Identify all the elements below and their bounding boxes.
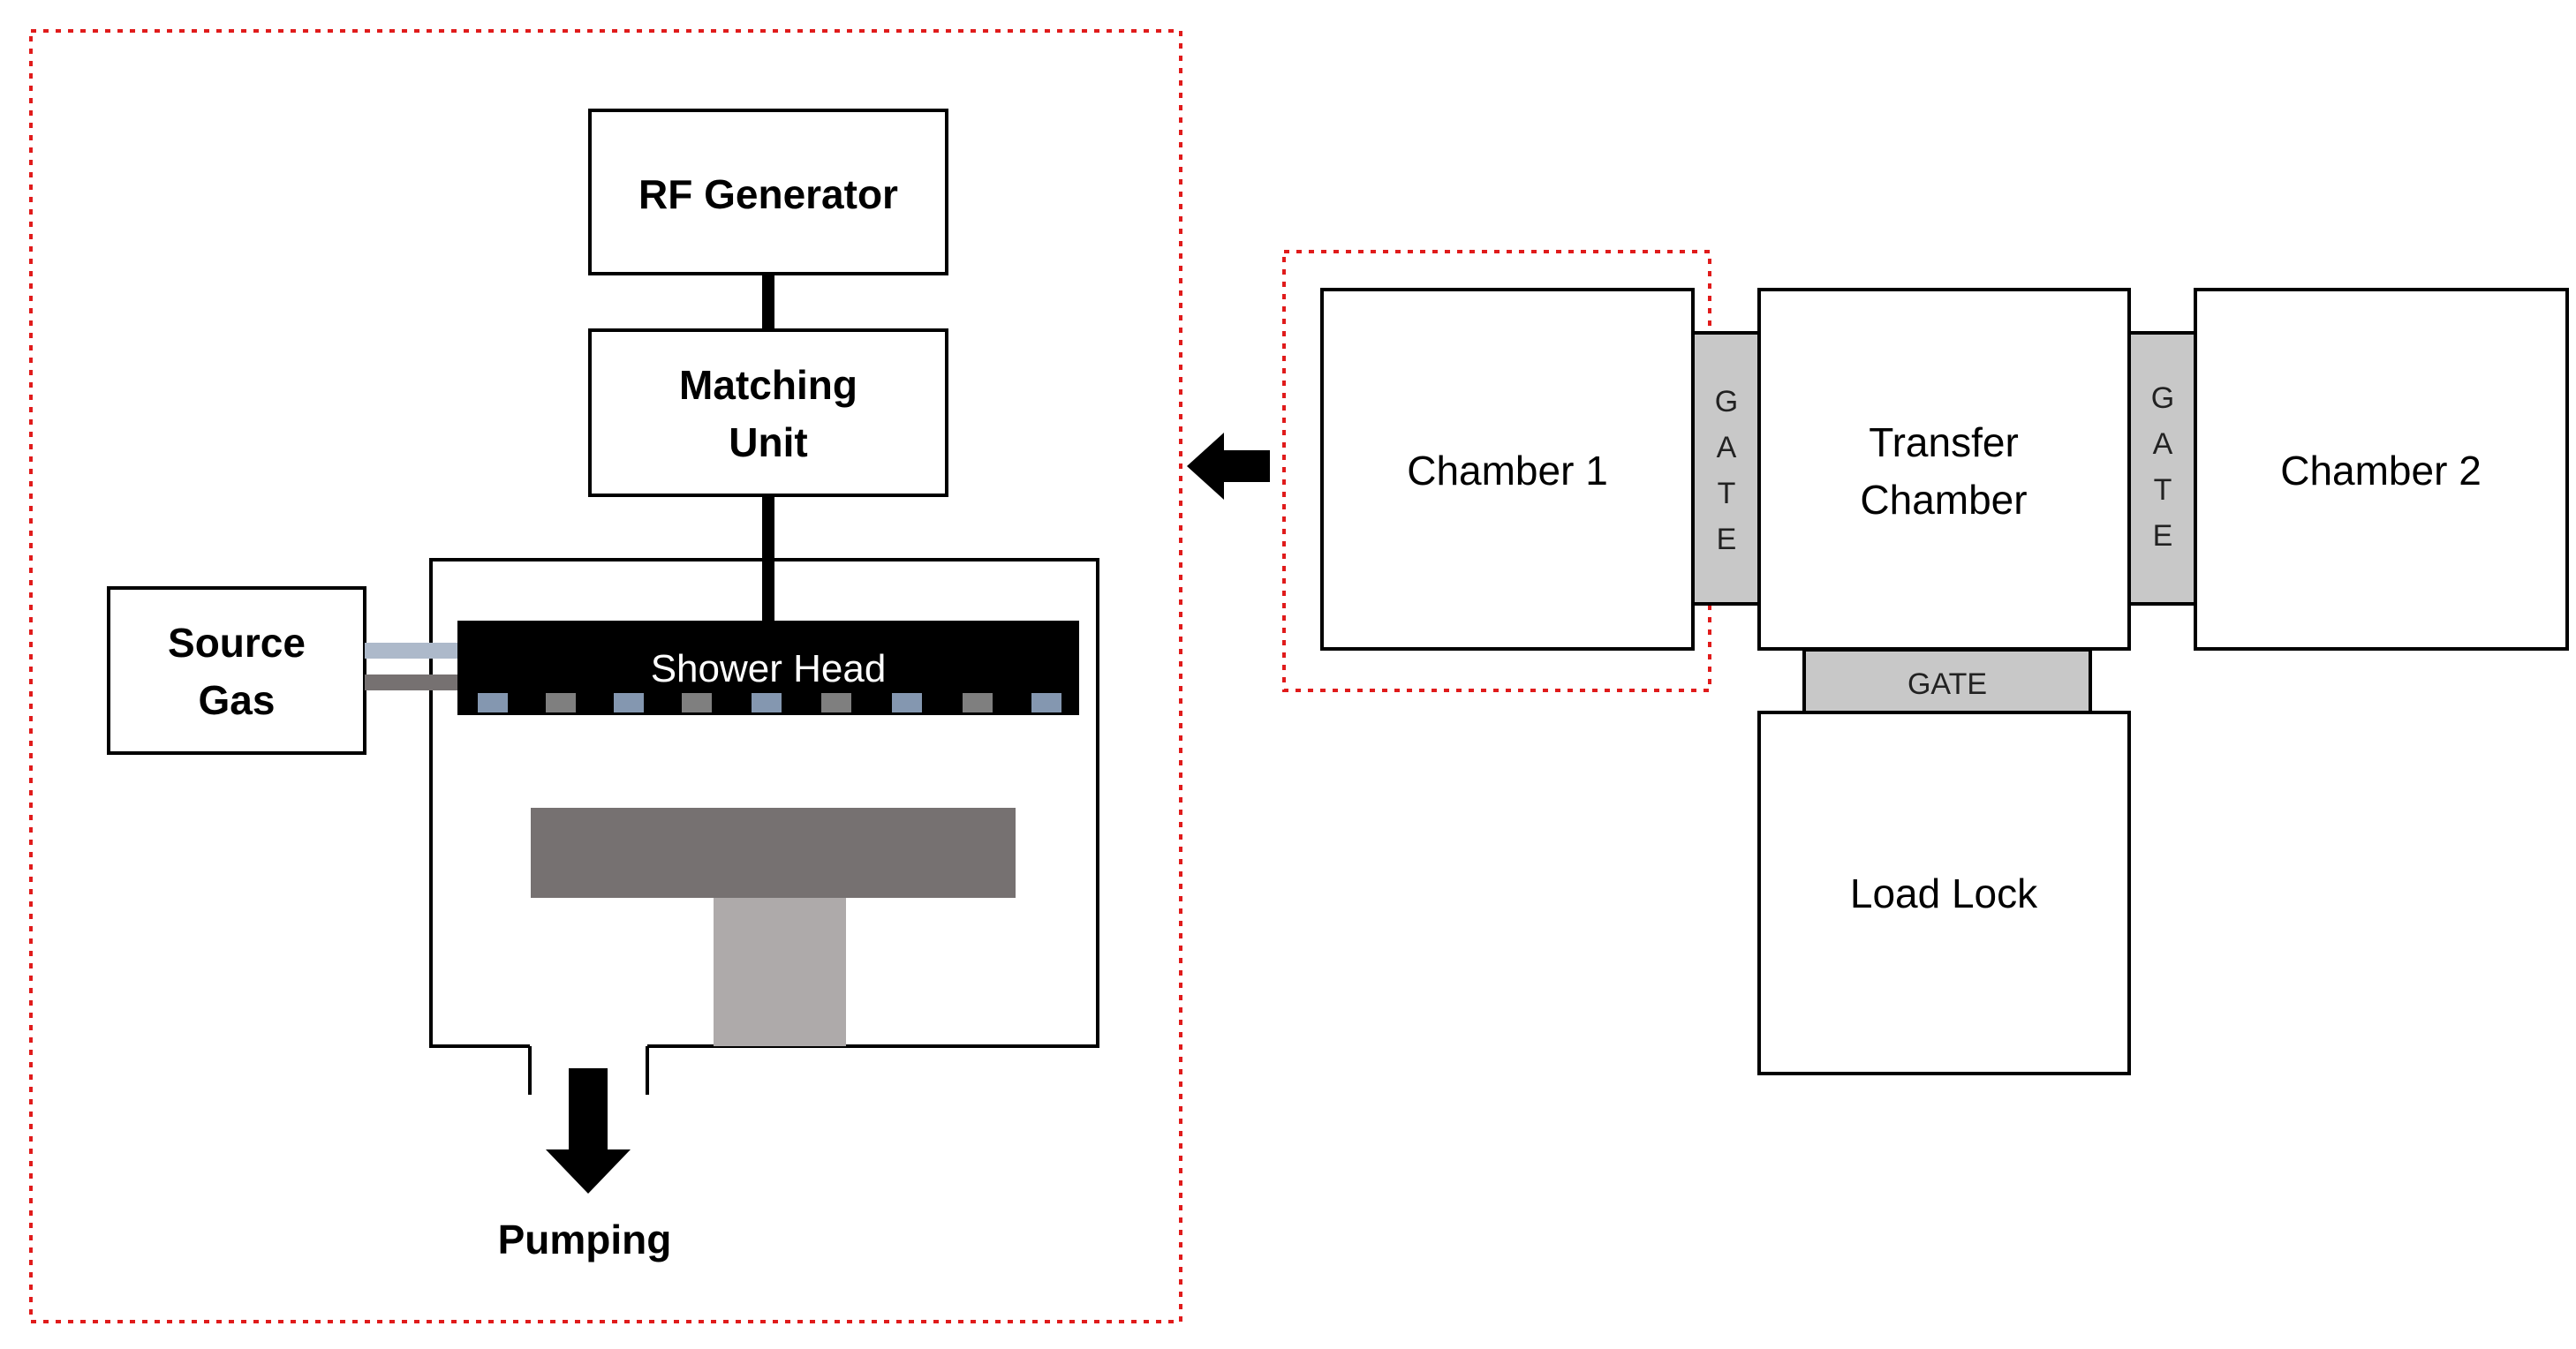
- susceptor-pedestal: [714, 898, 846, 1046]
- chamber-2-label: Chamber 2: [2280, 448, 2482, 494]
- shower-hole: [546, 693, 576, 712]
- gate-transfer-chamber2: G A T E: [2127, 331, 2197, 606]
- shower-hole: [821, 693, 851, 712]
- shower-hole: [963, 693, 993, 712]
- gate-letter: T: [2154, 473, 2172, 507]
- gate-letter: E: [2153, 519, 2173, 553]
- shower-head-label: Shower Head: [651, 647, 887, 690]
- shower-hole: [478, 693, 508, 712]
- shower-hole: [682, 693, 712, 712]
- transfer-chamber-box: Transfer Chamber: [1757, 288, 2131, 651]
- source-gas-label-line2: Gas: [199, 677, 276, 723]
- chamber-1-label: Chamber 1: [1407, 448, 1608, 494]
- gate-transfer-loadlock: GATE: [1802, 648, 2092, 716]
- chamber-2-box: Chamber 2: [2194, 288, 2569, 651]
- gate-letter: G: [2151, 381, 2174, 415]
- gate-letter: E: [1717, 523, 1737, 556]
- chamber-1-box: Chamber 1: [1320, 288, 1695, 651]
- detail-pointer-arrow-icon: [1187, 433, 1270, 500]
- matching-unit-label-line1: Matching: [679, 362, 857, 408]
- shower-hole: [892, 693, 922, 712]
- gas-line-dark: [365, 674, 459, 690]
- matching-unit-label-line2: Unit: [729, 419, 807, 465]
- reactor-chamber-outline: [429, 558, 1099, 1048]
- shower-hole: [614, 693, 644, 712]
- susceptor-plate: [531, 808, 1016, 898]
- source-gas-box: Source Gas: [107, 586, 366, 755]
- gate-letter: G: [1715, 385, 1738, 418]
- shower-hole: [752, 693, 782, 712]
- gate-horizontal-label: GATE: [1907, 667, 1987, 701]
- shower-head: Shower Head: [457, 621, 1079, 715]
- rf-generator-label: RF Generator: [638, 171, 898, 217]
- gate-letter: A: [2153, 427, 2173, 461]
- transfer-chamber-label-line1: Transfer: [1869, 419, 2019, 465]
- matching-unit-box: Matching Unit: [588, 328, 948, 497]
- source-gas-label-line1: Source: [168, 620, 306, 666]
- gate-letter: T: [1718, 477, 1736, 510]
- transfer-chamber-label-line2: Chamber: [1860, 477, 2027, 523]
- shower-hole: [1031, 693, 1061, 712]
- load-lock-label: Load Lock: [1850, 870, 2038, 916]
- load-lock-box: Load Lock: [1757, 711, 2131, 1075]
- detail-highlight-frame: [29, 29, 1182, 1323]
- rf-generator-box: RF Generator: [588, 109, 948, 275]
- gate-letter: A: [1717, 431, 1737, 464]
- gas-line-light: [365, 643, 459, 659]
- gate-chamber1-transfer: G A T E: [1691, 331, 1761, 606]
- pumping-arrow-icon: [546, 1068, 631, 1194]
- pumping-label: Pumping: [498, 1217, 672, 1262]
